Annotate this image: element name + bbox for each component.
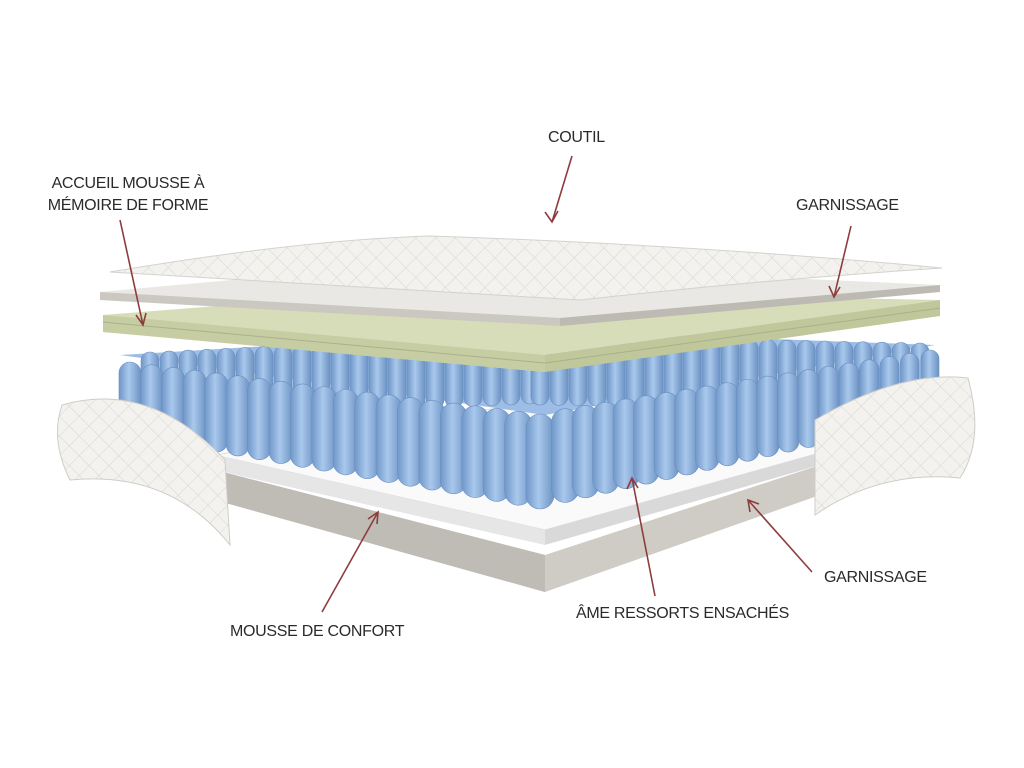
spring-coil (225, 375, 250, 457)
spring-coil (204, 372, 229, 453)
spring-coil (311, 386, 337, 472)
label-accueil-line1: ACCUEIL MOUSSE À (51, 175, 205, 192)
left-quilted-flap (57, 398, 231, 547)
label-garnissage-top: GARNISSAGE (796, 197, 899, 214)
cover-fabric-layer (109, 235, 943, 301)
label-mousse-confort: MOUSSE DE CONFORT (230, 623, 405, 640)
spring-coil (715, 382, 740, 467)
spring-coil (268, 380, 294, 464)
arrow-coutil (544, 155, 573, 224)
spring-coil (525, 413, 555, 510)
right-quilted-flap (814, 376, 976, 516)
arrow-garnissage-bottom (746, 498, 813, 573)
label-coutil: COUTIL (548, 129, 605, 146)
label-ame-ressorts: ÂME RESSORTS ENSACHÉS (576, 605, 790, 622)
bottom-filling-layer (215, 465, 820, 592)
leader-arrows (119, 155, 852, 613)
arrow-garnissage-top (828, 225, 852, 299)
pocket-spring-core (118, 330, 940, 510)
spring-coil (694, 385, 720, 471)
arrow-ame-ressorts (626, 476, 656, 597)
arrow-mousse-confort (321, 510, 379, 613)
spring-coil (777, 372, 800, 453)
label-garnissage-bottom: GARNISSAGE (824, 569, 927, 586)
spring-coil (735, 379, 760, 462)
spring-coil (756, 375, 780, 457)
label-accueil-memoire-forme: ACCUEIL MOUSSE À MÉMOIRE DE FORME (36, 173, 220, 217)
label-accueil-line2: MÉMOIRE DE FORME (47, 197, 209, 214)
arrow-accueil (119, 219, 147, 327)
spring-coil (247, 378, 272, 461)
spring-coil (290, 383, 316, 468)
